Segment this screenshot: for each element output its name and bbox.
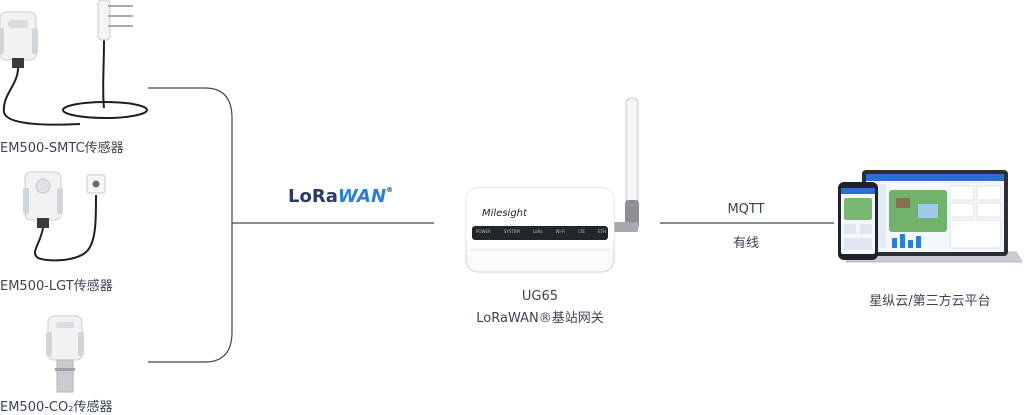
sensor-smtc-label: EM500-SMTC传感器 <box>0 141 124 156</box>
lorawan-logo-mark: ® <box>386 186 394 194</box>
sensor-lgt-label: EM500-LGT传感器 <box>0 279 113 294</box>
lorawan-logo: LoRaWAN® <box>288 186 393 207</box>
gateway-led-row: POWER SYSTEM LoRa Wi-Fi LTE ETH <box>476 229 606 234</box>
led-label: LTE <box>578 229 585 234</box>
sensor-co2-image <box>46 315 84 393</box>
sensor-co2-label: EM500-CO₂传感器 <box>0 400 113 415</box>
led-label: POWER <box>476 229 491 234</box>
lorawan-logo-wan: WAN <box>337 186 387 207</box>
led-label: Wi-Fi <box>555 229 566 234</box>
sensor-lgt-image <box>23 171 106 262</box>
gateway-name-label: LoRaWAN®基站网关 <box>476 311 604 326</box>
lorawan-logo-lora: LoRa <box>288 186 338 207</box>
gateway-brand: Milesight <box>482 208 527 219</box>
mqtt-protocol-label: MQTT <box>727 202 765 217</box>
led-label: ETH <box>597 229 606 234</box>
gateway-image <box>465 97 639 273</box>
gateway-model-label: UG65 <box>521 289 559 304</box>
sensor-smtc-image <box>0 0 148 126</box>
mqtt-medium-label: 有线 <box>732 236 759 251</box>
sensor-bracket-line <box>148 87 233 363</box>
cloud-devices-image <box>838 170 1023 263</box>
cloud-label: 星纵云/第三方云平台 <box>869 294 991 309</box>
led-label: SYSTEM <box>503 229 520 234</box>
led-label: LoRa <box>532 229 543 234</box>
